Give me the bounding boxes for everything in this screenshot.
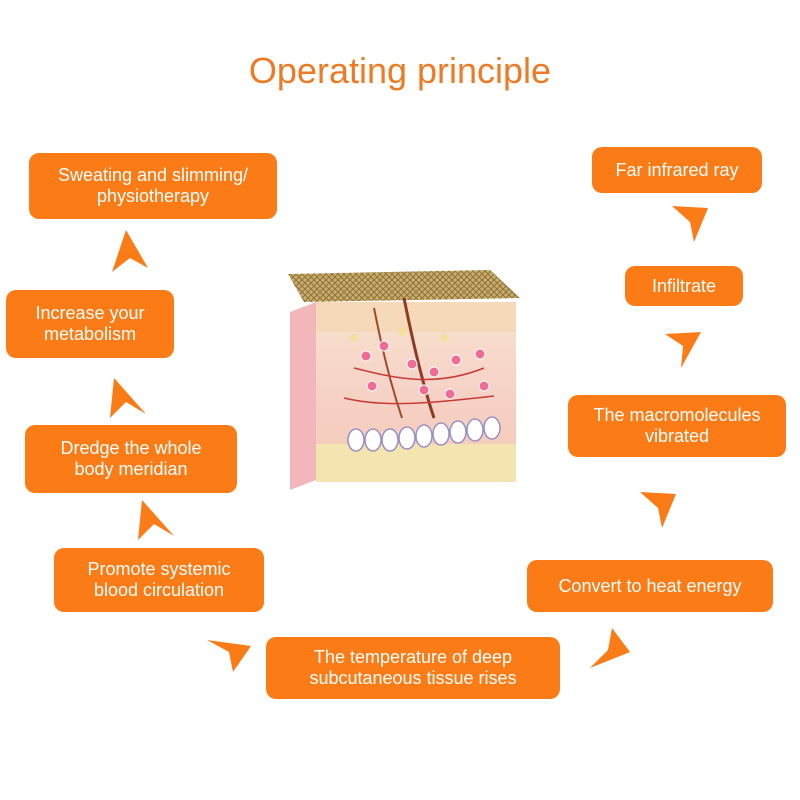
arrow-up-icon (112, 230, 148, 272)
step-macromolecules-vibrated: The macromolecules vibrated (568, 395, 786, 457)
arrow-down-icon (640, 490, 676, 530)
step-dredge-body-meridian: Dredge the whole body meridian (25, 425, 237, 493)
arrow-down-left-icon (590, 628, 632, 670)
step-increase-metabolism: Increase your metabolism (6, 290, 174, 358)
step-far-infrared-ray: Far infrared ray (592, 147, 762, 193)
step-convert-to-heat-energy: Convert to heat energy (527, 560, 773, 612)
skin-cross-section-image (284, 268, 524, 496)
arrow-left-icon (207, 636, 251, 672)
step-sweating-slimming: Sweating and slimming/ physiotherapy (29, 153, 277, 219)
arrow-up-icon (138, 500, 174, 540)
arrow-down-icon (672, 204, 708, 244)
arrow-up-icon (110, 378, 146, 418)
step-temperature-rises: The temperature of deep subcutaneous tis… (266, 637, 560, 699)
step-promote-blood-circulation: Promote systemic blood circulation (54, 548, 264, 612)
step-infiltrate: Infiltrate (625, 266, 743, 306)
page-title: Operating principle (248, 50, 552, 91)
arrow-down-icon (665, 330, 701, 368)
